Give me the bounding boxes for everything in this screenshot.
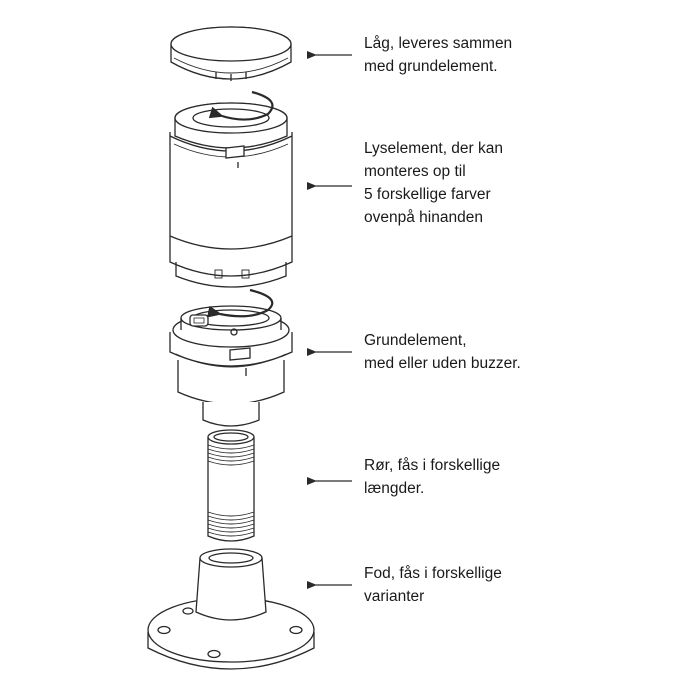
label-line: ovenpå hinanden bbox=[364, 209, 483, 226]
label-tube: Rør, fås i forskellige længder. bbox=[364, 454, 500, 500]
label-line: Fod, fås i forskellige bbox=[364, 565, 502, 582]
light-element-part bbox=[169, 90, 293, 288]
pointer-arrows bbox=[307, 51, 352, 589]
label-base-element: Grundelement, med eller uden buzzer. bbox=[364, 329, 521, 375]
label-line: med grundelement. bbox=[364, 58, 498, 75]
label-line: Grundelement, bbox=[364, 332, 467, 349]
label-line: længder. bbox=[364, 480, 425, 497]
label-line: Lyselement, der kan bbox=[364, 140, 504, 157]
label-line: Låg, leveres sammen bbox=[364, 35, 513, 52]
cap-part bbox=[170, 26, 292, 81]
label-foot: Fod, fås i forskellige varianter bbox=[364, 562, 502, 608]
label-line: monteres op til bbox=[364, 163, 466, 180]
label-cap: Låg, leveres sammen med grundelement. bbox=[364, 32, 512, 78]
base-element-part bbox=[169, 288, 293, 427]
tube-part bbox=[207, 429, 255, 542]
label-light-element: Lyselement, der kan monteres op til 5 fo… bbox=[364, 137, 503, 229]
label-line: med eller uden buzzer. bbox=[364, 355, 521, 372]
label-line: varianter bbox=[364, 588, 425, 605]
label-line: 5 forskellige farver bbox=[364, 186, 491, 203]
label-line: Rør, fås i forskellige bbox=[364, 457, 501, 474]
foot-part bbox=[147, 548, 315, 670]
